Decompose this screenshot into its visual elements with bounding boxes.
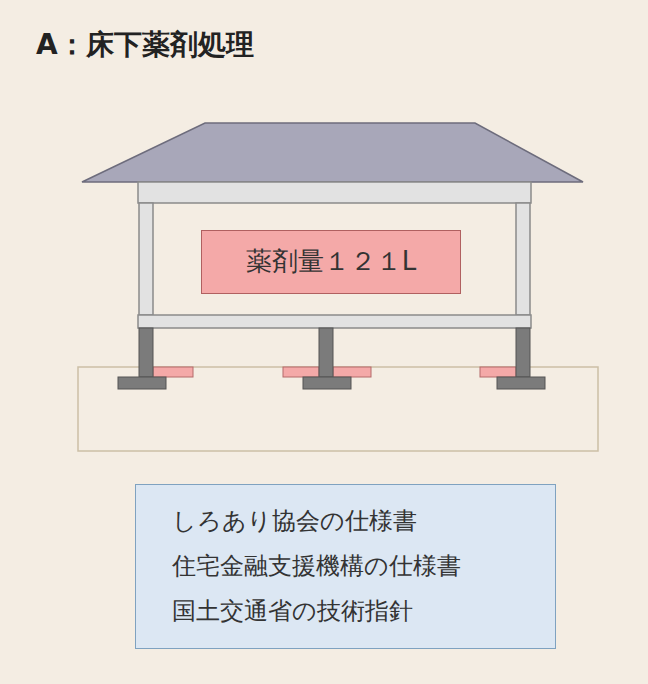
node-text: 住宅金融支援機構の仕様書 (172, 551, 461, 582)
node-text: 国土交通省の技術指針 (172, 596, 413, 627)
roof (82, 123, 583, 182)
foundation (118, 328, 545, 389)
node-text: 薬剤量１２１L (246, 245, 417, 279)
beam (138, 182, 531, 203)
node-text: しろあり協会の仕様書 (172, 506, 417, 537)
post (516, 203, 530, 315)
title: A：床下薬剤処理 (36, 26, 254, 64)
ground (78, 367, 598, 451)
post (139, 203, 153, 315)
chemical-strips (153, 367, 516, 377)
spec-box: しろあり協会の仕様書住宅金融支援機構の仕様書国土交通省の技術指針 (135, 484, 556, 649)
floor (138, 315, 531, 328)
dose-box: 薬剤量１２１L (201, 230, 461, 294)
